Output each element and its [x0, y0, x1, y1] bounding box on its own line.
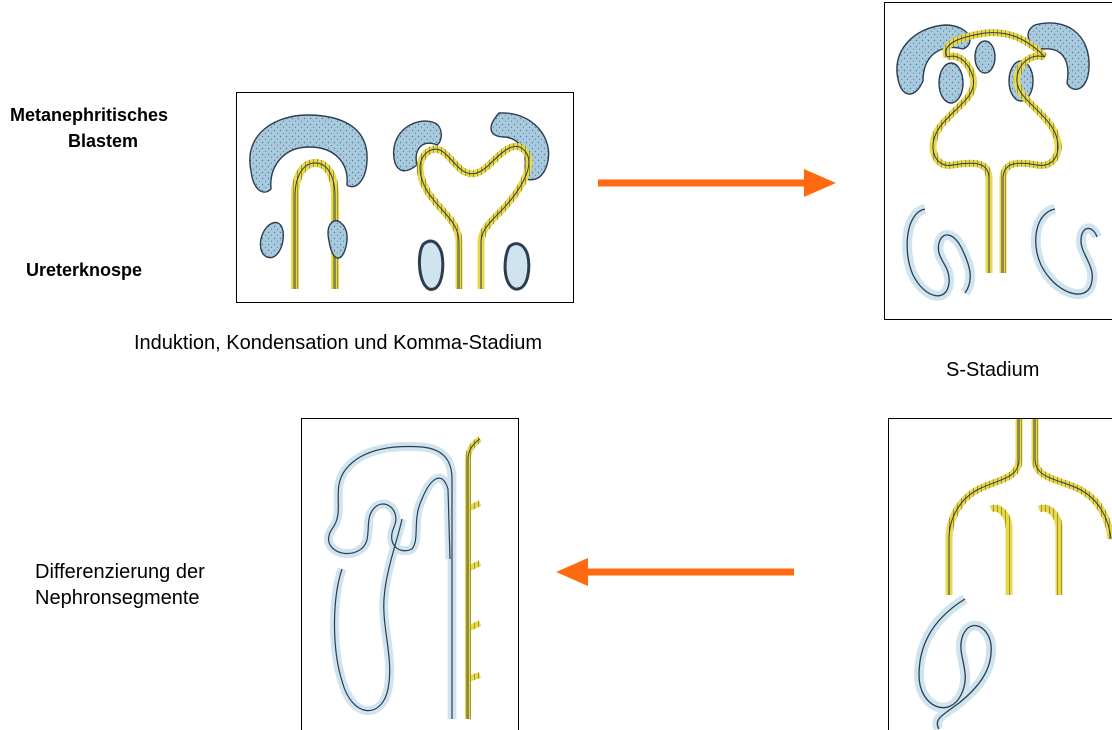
caption-differentiation-line1: Differenzierung der [35, 561, 205, 583]
elongation-illustration [889, 419, 1112, 730]
panel-differentiation [301, 418, 519, 730]
induction-comma-illustration [237, 93, 574, 303]
panel-s-stage [884, 2, 1112, 320]
arrow-left [556, 554, 796, 590]
s-stage-illustration [885, 3, 1112, 320]
panel-elongation [888, 418, 1112, 730]
differentiation-illustration [302, 419, 519, 730]
caption-induction: Induktion, Kondensation und Komma-Stadiu… [134, 332, 542, 354]
caption-s-stage: S-Stadium [946, 359, 1039, 381]
panel-induction-comma [236, 92, 574, 303]
caption-differentiation-line2: Nephronsegmente [35, 587, 200, 609]
arrow-right [598, 165, 838, 201]
